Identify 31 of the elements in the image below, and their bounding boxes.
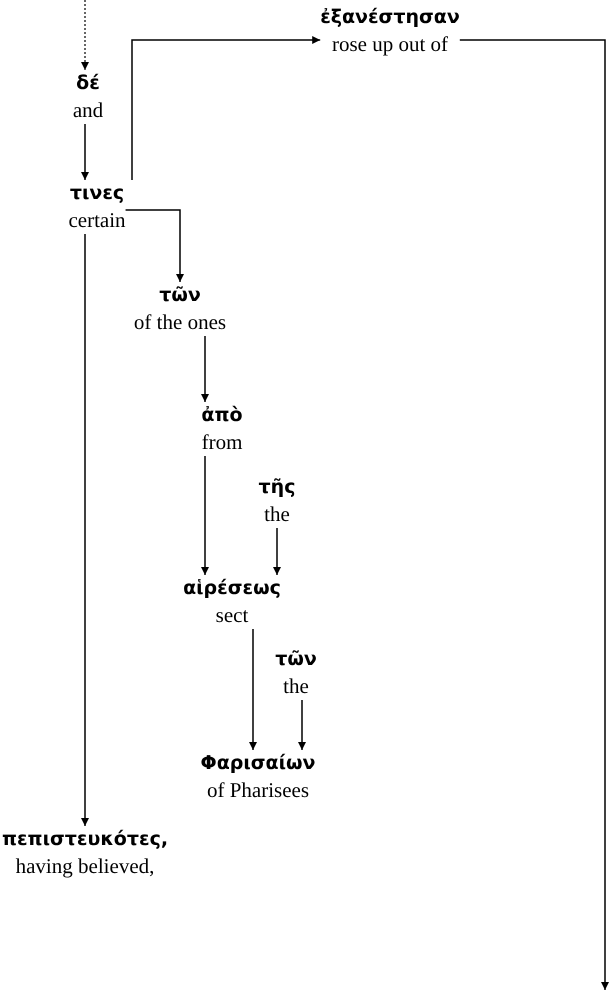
greek-word: τῆς <box>258 475 296 500</box>
english-gloss: of the ones <box>134 309 226 336</box>
greek-word: ἐξανέστησαν <box>320 5 460 30</box>
arrow <box>81 124 89 180</box>
arrow <box>81 234 89 826</box>
english-gloss: from <box>202 429 242 456</box>
english-gloss: rose up out of <box>332 31 448 58</box>
greek-word: Φαρισαίων <box>200 751 316 776</box>
arrow <box>298 700 306 750</box>
greek-word: τινες <box>70 181 124 206</box>
arrow <box>460 39 609 990</box>
greek-word: αἱρέσεως <box>183 576 281 601</box>
english-gloss: having believed, <box>16 853 154 880</box>
english-gloss: of Pharisees <box>206 777 310 804</box>
greek-word: τῶν <box>275 647 317 672</box>
english-gloss: and <box>72 97 104 124</box>
arrow <box>126 209 184 282</box>
greek-word: ἀπὸ <box>201 403 243 428</box>
english-gloss: certain <box>68 207 126 234</box>
english-gloss: the <box>264 501 290 528</box>
arrow <box>201 336 209 402</box>
dotted-arrow <box>81 0 89 70</box>
arrow <box>201 456 209 575</box>
arrow <box>131 36 320 180</box>
greek-word: τῶν <box>159 283 201 308</box>
arrow <box>249 629 257 750</box>
greek-word: δέ <box>76 71 100 96</box>
arrow <box>273 528 281 575</box>
english-gloss: sect <box>216 602 248 629</box>
english-gloss: the <box>283 673 309 700</box>
greek-word: πεπιστευκότες, <box>2 827 168 852</box>
